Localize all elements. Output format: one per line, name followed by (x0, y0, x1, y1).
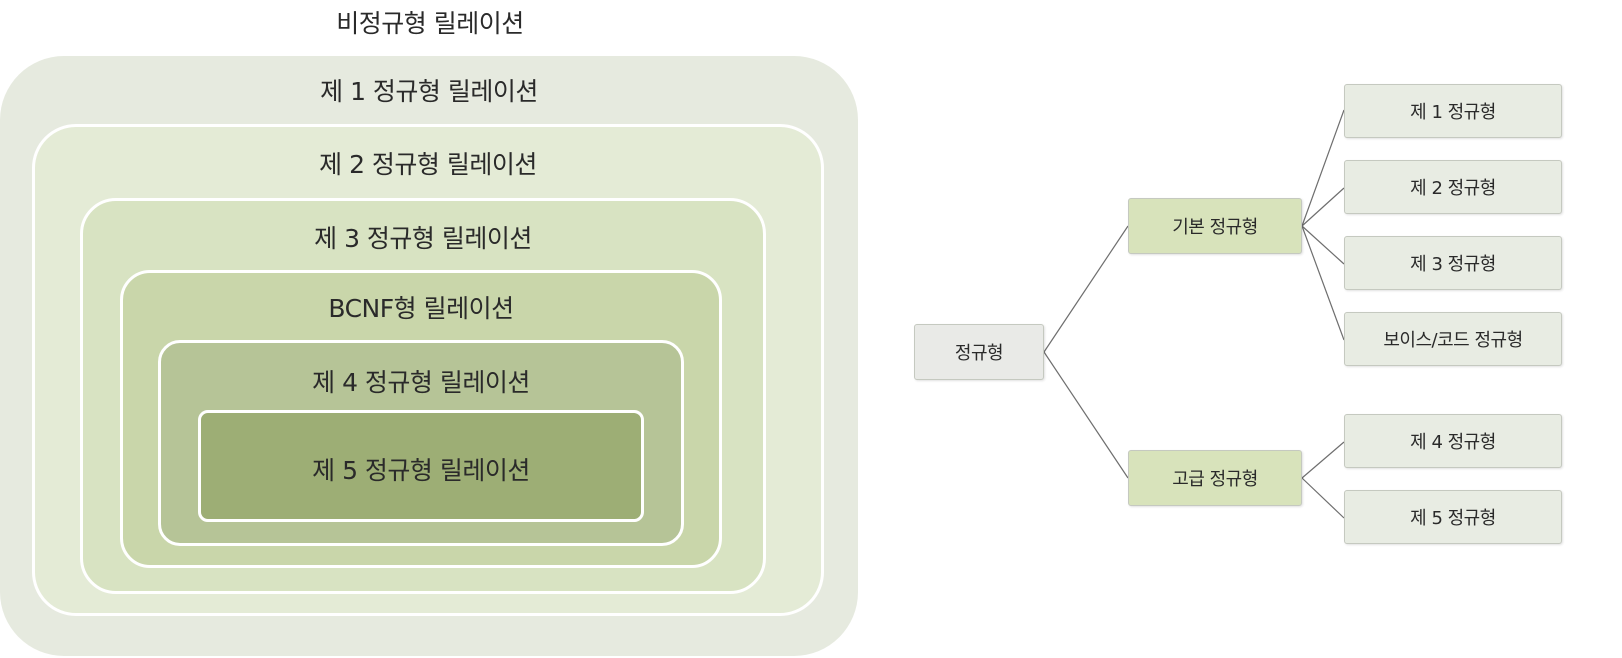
connector-basic-bcnf (1301, 225, 1345, 341)
connector-basic-nf3 (1301, 225, 1345, 265)
connector-root-advanced (1043, 351, 1129, 479)
connector-basic-nf1 (1301, 109, 1345, 227)
basic-normal-form-node: 기본 정규형 (1128, 198, 1302, 254)
nf4-label: 제 4 정규형 릴레이션 (312, 368, 530, 397)
connector-advanced-nf5 (1301, 477, 1345, 519)
unnormalized-relation-label: 비정규형 릴레이션 (336, 9, 524, 38)
bcnf-label: BCNF형 릴레이션 (328, 294, 514, 323)
nf5-node: 제 5 정규형 (1344, 490, 1562, 544)
nf2-label: 제 2 정규형 릴레이션 (319, 150, 537, 179)
advanced-normal-form-node: 고급 정규형 (1128, 450, 1302, 506)
nf3-node: 제 3 정규형 (1344, 236, 1562, 290)
connector-advanced-nf4 (1301, 441, 1345, 479)
nf1-node: 제 1 정규형 (1344, 84, 1562, 138)
connector-basic-nf2 (1301, 187, 1345, 227)
bcnf-node: 보이스/코드 정규형 (1344, 312, 1562, 366)
nf4-node: 제 4 정규형 (1344, 414, 1562, 468)
nf3-label: 제 3 정규형 릴레이션 (314, 224, 532, 253)
normal-form-root-node: 정규형 (914, 324, 1044, 380)
nf2-node: 제 2 정규형 (1344, 160, 1562, 214)
nf1-label: 제 1 정규형 릴레이션 (320, 77, 538, 106)
nf5-label: 제 5 정규형 릴레이션 (312, 456, 530, 485)
nf5-region: 제 5 정규형 릴레이션 (198, 410, 644, 522)
connector-root-basic (1043, 225, 1129, 353)
